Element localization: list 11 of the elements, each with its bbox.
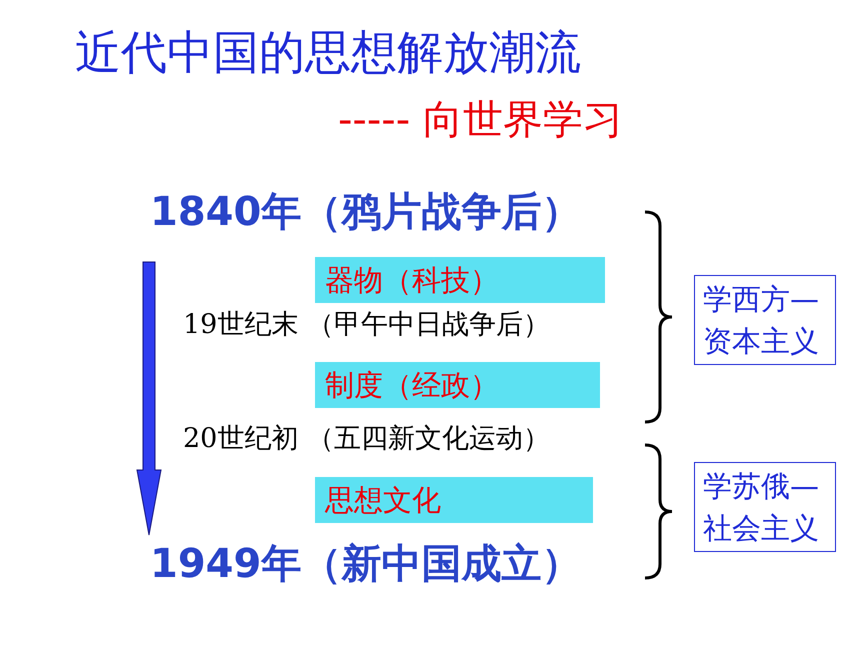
category-box: 器物（科技）	[315, 257, 605, 303]
category-box: 制度（经政）	[315, 362, 600, 408]
timeline-period: 20世纪初 （五四新文化运动）	[183, 422, 550, 456]
timeline-date: 1949年（新中国成立）	[150, 540, 582, 589]
category-box: 思想文化	[315, 477, 593, 523]
ideology-box: 学苏俄—社会主义	[694, 462, 836, 552]
title: 近代中国的思想解放潮流	[75, 24, 581, 81]
timeline-date: 1840年（鸦片战争后）	[150, 188, 582, 237]
subtitle: ----- 向世界学习	[338, 96, 623, 145]
ideology-box: 学西方—资本主义	[694, 275, 836, 365]
timeline-period: 19世纪末 （甲午中日战争后）	[183, 308, 550, 342]
